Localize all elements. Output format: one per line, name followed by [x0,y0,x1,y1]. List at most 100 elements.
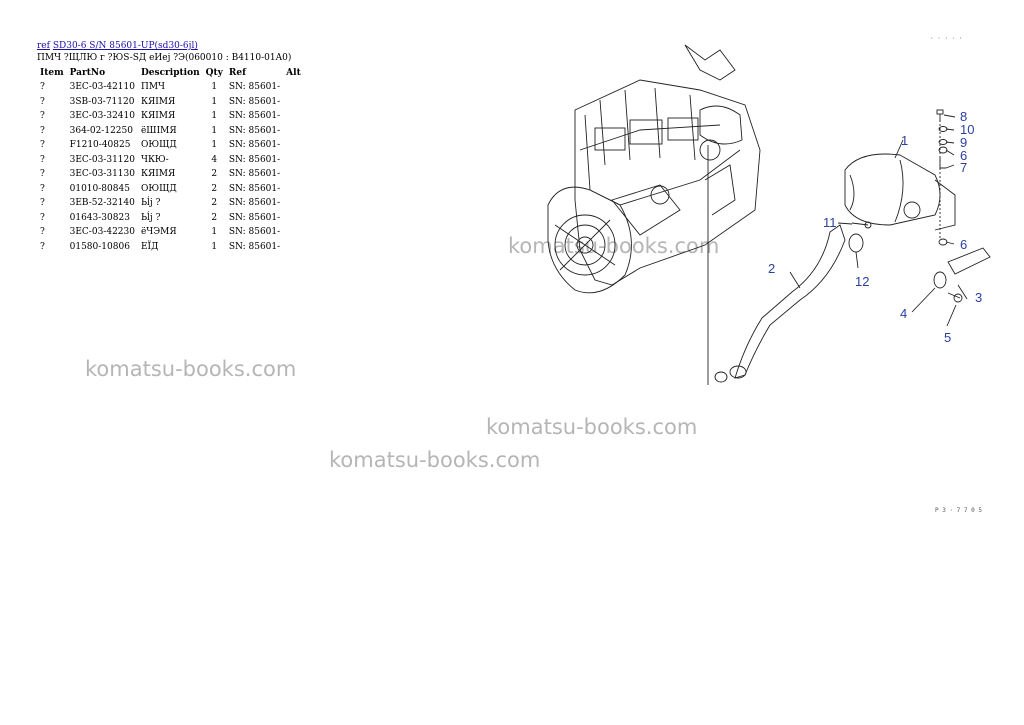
cell-description: ЧКЮ- [140,154,169,165]
model-link[interactable]: SD30-6 S/N 85601-UP(sd30-6jl) [52,41,198,51]
table-row: ? F1210-40825 ОЮЩД 1 SN: 85601- [37,138,309,153]
cell-qty: 2 [211,198,218,209]
parts-table: Item PartNo Description Qty Ref Alt ? 3EC… [37,66,309,254]
cell-ref: SN: 85601- [228,212,281,223]
exhaust-parts [714,109,991,383]
col-qty: Qty [205,68,223,78]
cell-partno: 3EC-03-31120 [69,154,135,165]
breadcrumb: ref SD30-6 S/N 85601-UP(sd30-6jl) [37,40,291,52]
callout-3: 3 [975,290,982,305]
cell-ref: SN: 85601- [228,183,281,194]
col-alt: Alt [286,68,301,78]
cell-qty: 1 [211,241,218,252]
cell-item: ? [40,169,45,180]
cell-qty: 1 [211,140,218,151]
cell-qty: 1 [211,125,218,136]
cell-qty: 1 [211,96,218,107]
cell-item: ? [40,198,45,209]
cell-partno: 01580-10806 [69,241,130,252]
corner-code-top: · · · · · [930,35,963,42]
col-description: Description [140,68,200,78]
watermark: komatsu-books.com [329,448,541,472]
cell-qty: 4 [211,154,218,165]
cell-description: Ьĺj ? [140,212,161,223]
cell-ref: SN: 85601- [228,227,281,238]
watermark: komatsu-books.com [486,415,698,439]
cell-partno: 3EB-52-32140 [69,198,135,209]
cell-item: ? [40,241,45,252]
col-ref: Ref [228,68,246,78]
cell-partno: 3EC-03-42110 [69,82,135,93]
callout-2: 2 [768,261,775,276]
cell-partno: 3SB-03-71120 [69,96,135,107]
cell-qty: 2 [211,169,218,180]
cell-description: Ьĺj ? [140,198,161,209]
callout-7: 7 [960,160,967,175]
cell-partno: 01643-30823 [69,212,130,223]
table-row: ? 3EC-03-31120 ЧКЮ- 4 SN: 85601- [37,153,309,168]
callout-10: 10 [960,122,974,137]
callout-8: 8 [960,109,967,124]
cell-ref: SN: 85601- [228,96,281,107]
cell-description: ОЮЩД [140,140,177,151]
cell-ref: SN: 85601- [228,82,281,93]
cell-description: КЯIМЯ [140,111,176,122]
engine-drawing [547,44,761,385]
cell-qty: 1 [211,111,218,122]
table-row: ? 3EC-03-42110 ПМЧ 1 SN: 85601- [37,80,309,95]
cell-partno: 01010-80845 [69,183,130,194]
header: ref SD30-6 S/N 85601-UP(sd30-6jl) ПМЧ ?Щ… [37,40,291,64]
table-row: ? 3SB-03-71120 КЯIМЯ 1 SN: 85601- [37,95,309,110]
cell-partno: 3EC-03-31130 [69,169,135,180]
cell-item: ? [40,82,45,93]
cell-ref: SN: 85601- [228,140,281,151]
cell-description: ПМЧ [140,82,166,93]
cell-item: ? [40,96,45,107]
cell-item: ? [40,212,45,223]
col-partno: PartNo [69,68,106,78]
cell-item: ? [40,227,45,238]
cell-description: ёЧЭМЯ [140,227,177,238]
table-row: ? 3EC-03-31130 КЯIМЯ 2 SN: 85601- [37,167,309,182]
cell-item: ? [40,125,45,136]
cell-description: КЯIМЯ [140,169,176,180]
cell-description: ёШIМЯ [140,125,177,136]
cell-partno: 364-02-12250 [69,125,133,136]
table-row: ? 3EC-03-32410 КЯIМЯ 1 SN: 85601- [37,109,309,124]
cell-partno: 3EC-03-32410 [69,111,135,122]
cell-item: ? [40,111,45,122]
cell-ref: SN: 85601- [228,125,281,136]
table-row: ? 3EC-03-42230 ёЧЭМЯ 1 SN: 85601- [37,225,309,240]
cell-ref: SN: 85601- [228,111,281,122]
ref-link[interactable]: ref [37,41,50,51]
table-row: ? 364-02-12250 ёШIМЯ 1 SN: 85601- [37,124,309,139]
cell-partno: F1210-40825 [69,140,131,151]
cell-qty: 1 [211,82,218,93]
cell-description: ЕЇД [140,241,159,252]
cell-description: ОЮЩД [140,183,177,194]
page-subtitle: ПМЧ ?ЩЛЮ г ?ЮS-SД еИеј ?Э(060010 : B4110… [37,53,292,63]
cell-description: КЯIМЯ [140,96,176,107]
cell-qty: 1 [211,227,218,238]
corner-code-bottom: P 3 · 7 7 0 5 [935,507,982,514]
cell-qty: 2 [211,183,218,194]
col-item: Item [40,68,64,78]
callout-labels: 1 2 3 4 5 6 6 7 8 9 10 11 12 · · · · · P… [768,35,982,514]
cell-item: ? [40,140,45,151]
cell-partno: 3EC-03-42230 [69,227,135,238]
callout-1: 1 [901,133,908,148]
callout-6: 6 [960,148,967,163]
cell-qty: 2 [211,212,218,223]
cell-ref: SN: 85601- [228,154,281,165]
table-row: ? 01643-30823 Ьĺj ? 2 SN: 85601- [37,211,309,226]
table-header-row: Item PartNo Description Qty Ref Alt [37,66,309,80]
cell-ref: SN: 85601- [228,241,281,252]
cell-item: ? [40,154,45,165]
cell-ref: SN: 85601- [228,169,281,180]
callout-5: 5 [944,330,951,345]
callout-6: 6 [960,237,967,252]
